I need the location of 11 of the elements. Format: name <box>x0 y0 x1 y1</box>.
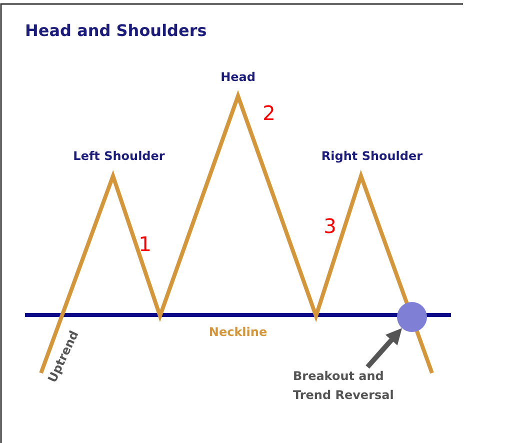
annotation-text: Breakout and Trend Reversal <box>293 367 409 404</box>
title: Head and Shoulders <box>25 22 207 40</box>
arrow <box>366 328 402 369</box>
callout-number: 1 <box>138 234 152 254</box>
peak-label: Left Shoulder <box>73 150 165 164</box>
neckline-label: Neckline <box>208 326 268 340</box>
callout-number: 2 <box>262 103 276 123</box>
breakout-point-dot <box>397 302 427 332</box>
peak-label: Head <box>220 71 256 85</box>
peak-label: Right Shoulder <box>321 150 423 164</box>
callout-number: 3 <box>324 216 336 236</box>
